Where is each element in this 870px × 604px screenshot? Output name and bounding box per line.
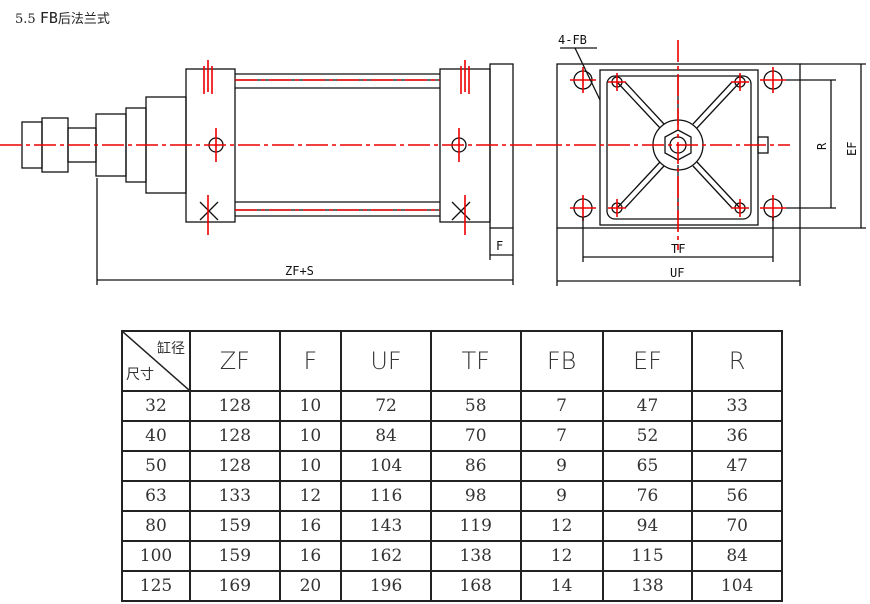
table-cell: 10 [278,390,343,422]
table-cell: 138 [429,540,522,572]
table-cell: 84 [340,420,432,452]
table-cell: 138 [601,570,694,602]
table-cell: 16 [278,540,343,572]
dim-4fb-label: 4-FB [558,33,587,47]
table-cell: 70 [691,510,783,542]
table-cell: 128 [189,390,281,422]
header-r: R [691,330,783,392]
table-cell: 116 [340,480,432,512]
dim-zfs-label: ZF+S [285,264,314,278]
bore-cell: 125 [121,570,191,602]
table-cell: 159 [189,540,281,572]
table-cell: 56 [691,480,783,512]
dim-tf-label: TF [671,242,685,256]
table-cell: 104 [691,570,783,602]
table-cell: 14 [519,570,604,602]
table-cell: 52 [601,420,694,452]
table-cell: 12 [519,540,604,572]
cylinder-drawing: F ZF+S 4-FB TF UF R EF [0,33,866,286]
table-cell: 76 [601,480,694,512]
bore-cell: 100 [121,540,191,572]
table-cell: 33 [691,390,783,422]
table-cell: 70 [429,420,522,452]
bore-cell: 50 [121,450,191,482]
table-cell: 98 [429,480,522,512]
corner-top-label: 缸径 [157,341,185,357]
table-cell: 7 [519,390,604,422]
table-cell: 58 [429,390,522,422]
section-title: 5.5 FB后法兰式 [15,8,110,27]
table-cell: 12 [519,510,604,542]
dim-f-label: F [496,239,503,253]
corner-cell: 缸径 尺寸 [121,330,191,392]
table-cell: 115 [601,540,694,572]
bore-cell: 40 [121,420,191,452]
side-view: F ZF+S [0,60,540,285]
table-cell: 47 [601,390,694,422]
bore-cell: 80 [121,510,191,542]
table-cell: 65 [601,450,694,482]
section-number: 5.5 [15,12,36,27]
table-cell: 94 [601,510,694,542]
header-uf: UF [340,330,432,392]
table-cell: 12 [278,480,343,512]
header-f: F [278,330,343,392]
table-cell: 128 [189,450,281,482]
header-fb: FB [519,330,604,392]
dim-uf-label: UF [670,266,684,280]
table-cell: 10 [278,450,343,482]
table-cell: 128 [189,420,281,452]
table-cell: 159 [189,510,281,542]
table-cell: 9 [519,480,604,512]
bore-cell: 32 [121,390,191,422]
header-ef: EF [601,330,694,392]
table-cell: 84 [691,540,783,572]
table-cell: 162 [340,540,432,572]
table-cell: 196 [340,570,432,602]
table-cell: 16 [278,510,343,542]
table-cell: 169 [189,570,281,602]
table-cell: 20 [278,570,343,602]
section-code: FB [39,9,58,27]
header-tf: TF [429,330,522,392]
bore-cell: 63 [121,480,191,512]
table-cell: 36 [691,420,783,452]
table-cell: 9 [519,450,604,482]
table-cell: 86 [429,450,522,482]
table-cell: 143 [340,510,432,542]
dim-r-label: R [815,142,829,150]
table-cell: 72 [340,390,432,422]
table-cell: 10 [278,420,343,452]
corner-bottom-label: 尺寸 [126,367,154,383]
header-zf: ZF [189,330,281,392]
dim-ef-label: EF [845,142,859,156]
table-cell: 104 [340,450,432,482]
table-cell: 168 [429,570,522,602]
front-view: 4-FB TF UF R EF [540,33,866,286]
table-cell: 133 [189,480,281,512]
table-cell: 47 [691,450,783,482]
table-cell: 119 [429,510,522,542]
table-header-row: 缸径 尺寸 ZF F UF TF FB EF R [121,330,783,392]
section-text: 后法兰式 [57,12,110,27]
table-cell: 7 [519,420,604,452]
